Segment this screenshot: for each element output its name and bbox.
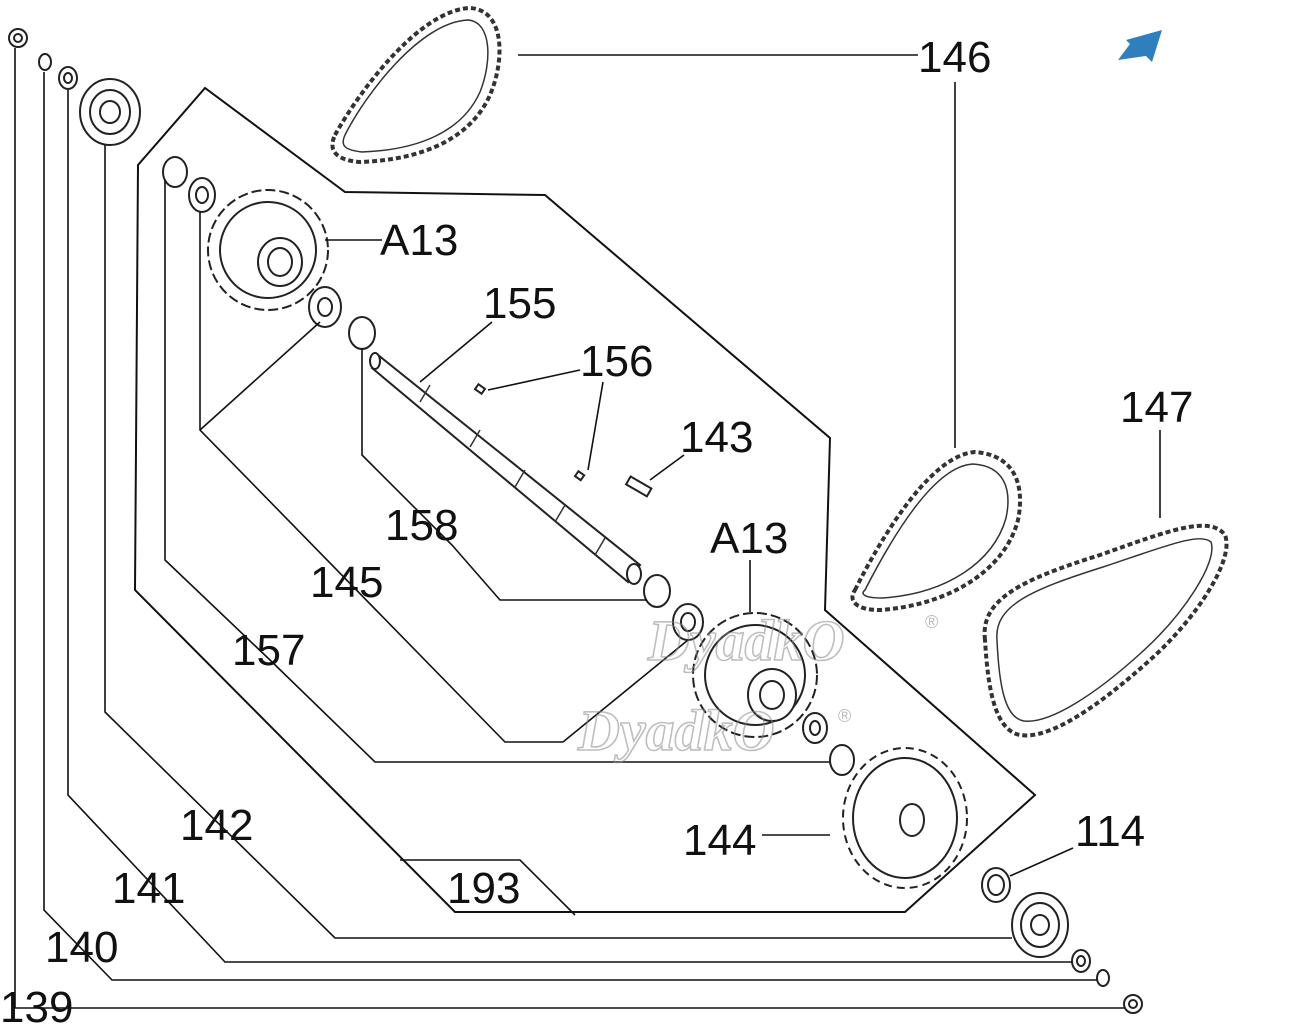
circlip-158-top bbox=[348, 316, 376, 350]
chain-146-right bbox=[850, 449, 1023, 613]
washer-145-lower bbox=[672, 603, 704, 641]
washer-145-mid bbox=[308, 286, 342, 328]
label-140: 140 bbox=[45, 923, 118, 972]
label-156: 156 bbox=[580, 337, 653, 386]
label-158: 158 bbox=[385, 501, 458, 550]
washer-141-top bbox=[58, 66, 78, 90]
bearing-142-lower bbox=[1011, 892, 1069, 958]
circlip-157-top bbox=[162, 156, 188, 188]
washer-140-top bbox=[38, 53, 52, 71]
label-157: 157 bbox=[232, 626, 305, 675]
shaft-155 bbox=[369, 352, 642, 585]
housing-outline bbox=[133, 86, 1037, 913]
bolt-139-lower bbox=[1123, 994, 1143, 1014]
label-142: 142 bbox=[180, 801, 253, 850]
label-155: 155 bbox=[483, 279, 556, 328]
chain-146-top bbox=[330, 5, 502, 165]
label-141: 141 bbox=[112, 864, 185, 913]
sprocket-144 bbox=[842, 747, 968, 889]
label-147: 147 bbox=[1120, 383, 1193, 432]
washer-141-lower bbox=[1071, 949, 1091, 973]
label-193: 193 bbox=[447, 864, 520, 913]
washer-mid-low bbox=[802, 712, 828, 744]
watermark-reg-1: ® bbox=[925, 612, 938, 632]
watermark: DyadkO ® DyadkO ® bbox=[576, 607, 938, 764]
label-143: 143 bbox=[680, 413, 753, 462]
bolt-139-top bbox=[8, 28, 28, 48]
arrow-down-left-icon bbox=[1118, 30, 1162, 62]
label-145: 145 bbox=[310, 558, 383, 607]
label-a13-mid: A13 bbox=[710, 514, 788, 563]
watermark-text-1: DyadkO bbox=[647, 608, 845, 673]
callout-labels: 146 147 A13 A13 155 156 143 158 145 157 … bbox=[0, 33, 1193, 1025]
label-139: 139 bbox=[0, 983, 73, 1025]
watermark-reg-2: ® bbox=[838, 706, 851, 726]
sprocket-a13-top bbox=[207, 189, 329, 311]
washer-145-top bbox=[188, 177, 216, 213]
sprocket-a13-mid bbox=[692, 612, 818, 738]
circlip-158-lower bbox=[643, 574, 671, 608]
washer-140-lower bbox=[1096, 969, 1110, 987]
leader-lines bbox=[14, 48, 1161, 1009]
key-143 bbox=[624, 475, 653, 498]
spacer-114 bbox=[981, 867, 1011, 903]
bearing-142-top bbox=[79, 78, 141, 146]
label-114: 114 bbox=[1075, 807, 1145, 856]
circlip-157-lower bbox=[829, 744, 855, 776]
pin-156 bbox=[473, 382, 586, 482]
label-a13-top: A13 bbox=[380, 216, 458, 265]
chain-147 bbox=[982, 523, 1229, 738]
label-144: 144 bbox=[683, 816, 756, 865]
label-146: 146 bbox=[918, 33, 991, 82]
watermark-text-2: DyadkO bbox=[577, 698, 775, 763]
